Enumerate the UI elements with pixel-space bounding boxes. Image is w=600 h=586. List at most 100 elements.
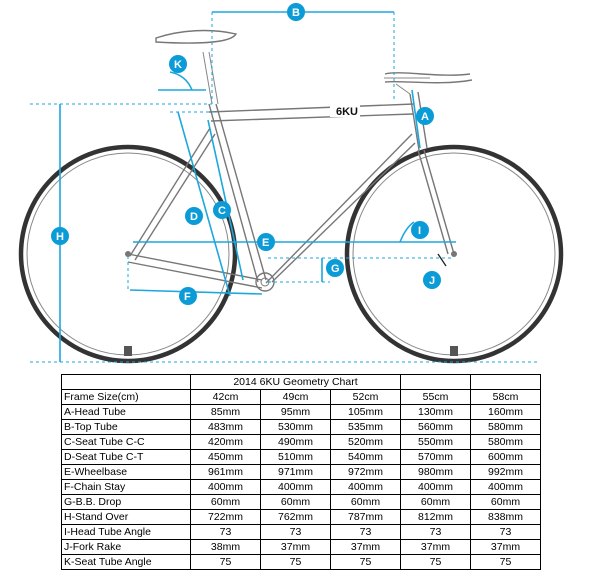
- table-cell: 85mm: [190, 404, 261, 420]
- row-label: K-Seat Tube Angle: [61, 554, 191, 570]
- table-cell: 400mm: [260, 479, 331, 495]
- table-cell: 972mm: [330, 464, 401, 480]
- label-c: C: [213, 201, 231, 219]
- table-cell: 535mm: [330, 419, 401, 435]
- table-cell: 580mm: [470, 434, 541, 450]
- rear-valve-icon: [124, 346, 132, 356]
- table-cell: 980mm: [400, 464, 471, 480]
- table-cell: 75: [400, 554, 471, 570]
- table-cell: 75: [190, 554, 261, 570]
- table-cell: 510mm: [260, 449, 331, 465]
- label-b: B: [287, 3, 305, 21]
- geometry-chart-table: 2014 6KU Geometry Chart Frame Size(cm) 4…: [61, 374, 541, 570]
- table-cell: 992mm: [470, 464, 541, 480]
- label-a: A: [416, 107, 434, 125]
- table-cell: 60mm: [400, 494, 471, 510]
- row-label: E-Wheelbase: [61, 464, 191, 480]
- table-cell: 520mm: [330, 434, 401, 450]
- svg-text:G: G: [331, 263, 340, 275]
- table-cell: 722mm: [190, 509, 261, 525]
- label-i: I: [411, 221, 429, 239]
- size-header: 49cm: [260, 389, 331, 405]
- table-title-spacer: [470, 374, 541, 390]
- table-cell: 787mm: [330, 509, 401, 525]
- table-cell: 105mm: [330, 404, 401, 420]
- label-j: J: [423, 271, 441, 289]
- size-header: 55cm: [400, 389, 471, 405]
- svg-text:A: A: [421, 111, 429, 123]
- table-cell: 490mm: [260, 434, 331, 450]
- label-f: F: [179, 287, 197, 305]
- brand-logo: 6KU: [336, 106, 358, 118]
- front-valve-icon: [450, 346, 458, 356]
- table-cell: 95mm: [260, 404, 331, 420]
- svg-text:B: B: [292, 7, 300, 19]
- table-title: 2014 6KU Geometry Chart: [190, 374, 401, 390]
- table-cell: 400mm: [470, 479, 541, 495]
- table-cell: 400mm: [400, 479, 471, 495]
- dimension-lines: [30, 11, 540, 363]
- table-cell: 75: [330, 554, 401, 570]
- svg-text:I: I: [418, 225, 421, 237]
- table-cell: 400mm: [190, 479, 261, 495]
- table-cell: 483mm: [190, 419, 261, 435]
- row-label: A-Head Tube: [61, 404, 191, 420]
- table-cell: 400mm: [330, 479, 401, 495]
- row-label: G-B.B. Drop: [61, 494, 191, 510]
- table-cell: 60mm: [470, 494, 541, 510]
- table-cell: 560mm: [400, 419, 471, 435]
- table-cell: 60mm: [260, 494, 331, 510]
- table-cell: 130mm: [400, 404, 471, 420]
- row-label: H-Stand Over: [61, 509, 191, 525]
- table-cell: 75: [260, 554, 331, 570]
- table-cell: 838mm: [470, 509, 541, 525]
- table-header-row: Frame Size(cm) 42cm 49cm 52cm 55cm 58cm: [61, 389, 541, 405]
- size-header: 42cm: [190, 389, 261, 405]
- label-k: K: [169, 55, 187, 73]
- table-cell: 60mm: [330, 494, 401, 510]
- table-cell: 75: [470, 554, 541, 570]
- table-cell: 550mm: [400, 434, 471, 450]
- table-cell: 73: [260, 524, 331, 540]
- rear-wheel: [18, 144, 238, 364]
- label-h: H: [51, 227, 69, 245]
- table-cell: 60mm: [190, 494, 261, 510]
- svg-text:E: E: [262, 237, 269, 249]
- table-cell: 37mm: [470, 539, 541, 555]
- svg-text:D: D: [190, 211, 198, 223]
- table-cell: 160mm: [470, 404, 541, 420]
- svg-text:F: F: [184, 291, 191, 303]
- svg-text:H: H: [56, 231, 64, 243]
- svg-text:C: C: [218, 205, 226, 217]
- table-cell: 971mm: [260, 464, 331, 480]
- size-header: 58cm: [470, 389, 541, 405]
- row-label: J-Fork Rake: [61, 539, 191, 555]
- table-cell: 540mm: [330, 449, 401, 465]
- table-cell: 530mm: [260, 419, 331, 435]
- table-title-spacer: [400, 374, 471, 390]
- front-wheel: [344, 144, 564, 364]
- frame-size-label: Frame Size(cm): [61, 389, 191, 405]
- table-cell: 812mm: [400, 509, 471, 525]
- svg-text:J: J: [429, 275, 435, 287]
- table-cell: 450mm: [190, 449, 261, 465]
- table-cell: 600mm: [470, 449, 541, 465]
- row-label: B-Top Tube: [61, 419, 191, 435]
- table-cell: 420mm: [190, 434, 261, 450]
- table-cell: 570mm: [400, 449, 471, 465]
- bike-geometry-diagram: 6KU B: [18, 3, 564, 364]
- table-cell: 961mm: [190, 464, 261, 480]
- table-cell: 37mm: [400, 539, 471, 555]
- table-title-row: 2014 6KU Geometry Chart: [61, 374, 541, 390]
- size-header: 52cm: [330, 389, 401, 405]
- label-g: G: [326, 259, 344, 277]
- table-cell: 73: [190, 524, 261, 540]
